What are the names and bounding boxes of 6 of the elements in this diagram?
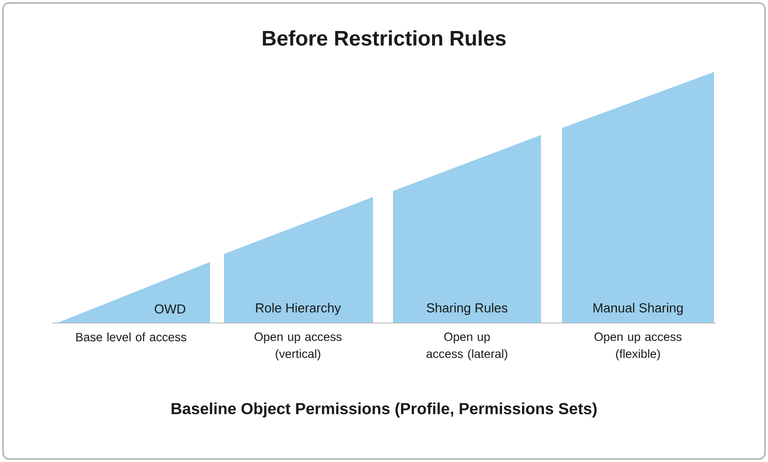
description: Open up access (vertical) [254,332,342,360]
description: Open up access (lateral) [426,332,508,360]
description: Base level of access [76,332,186,342]
description: Open up access (flexible) [594,332,682,360]
title: Before Restriction Rules [262,30,506,46]
baseline-label: Baseline Object Permissions (Profile, Permissions Sets) [172,402,597,418]
